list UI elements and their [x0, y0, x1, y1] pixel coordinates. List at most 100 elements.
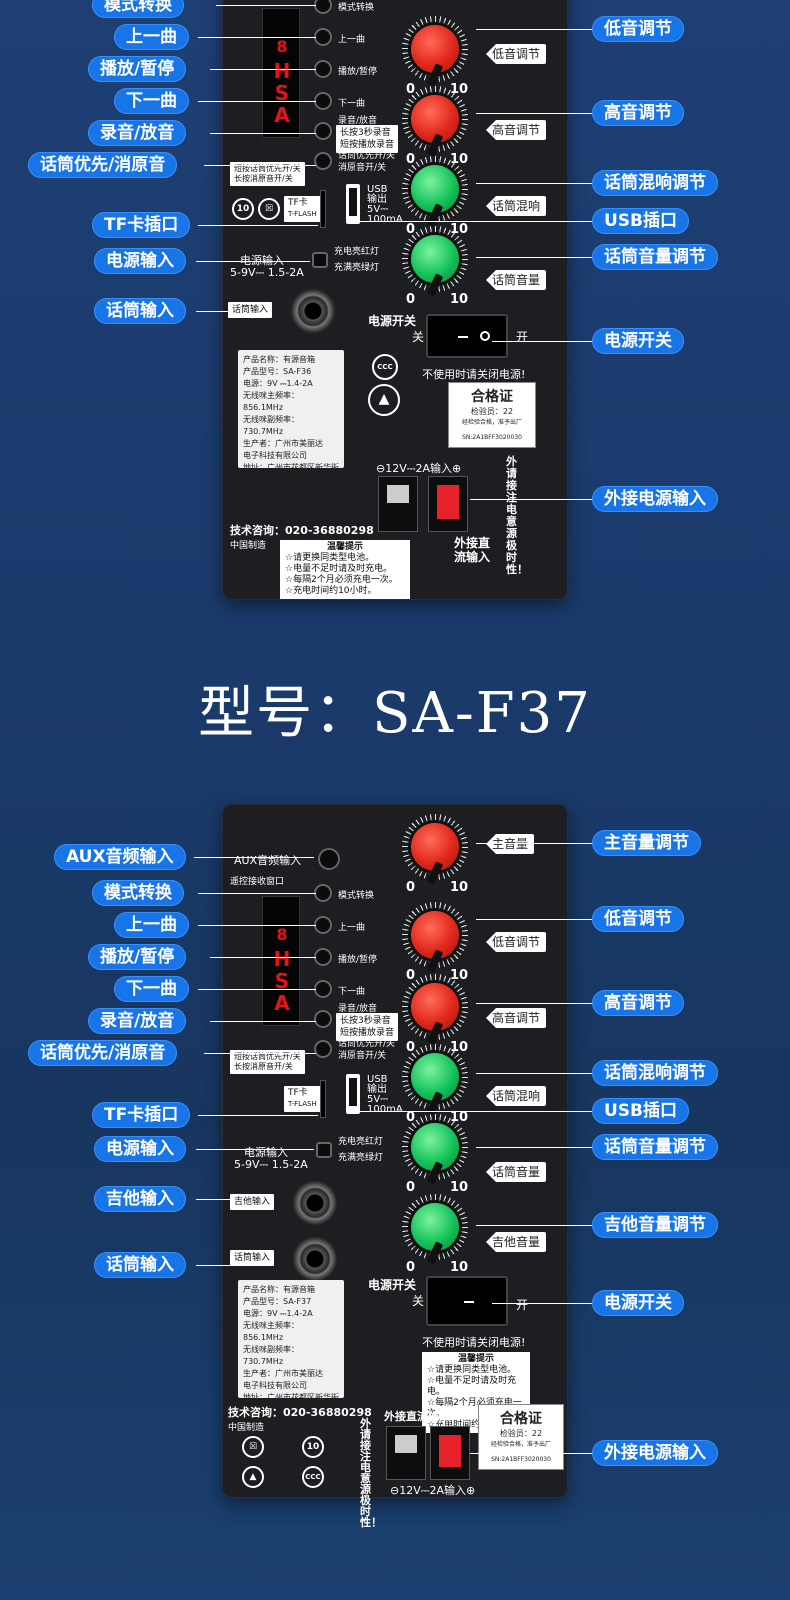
callout-line [196, 1199, 230, 1200]
next-button[interactable] [314, 980, 332, 998]
callout-line [476, 29, 592, 30]
display-char: 8 [276, 925, 288, 944]
callout-line [198, 1115, 318, 1116]
mic-echo-knob-tag: 话筒混响 [486, 196, 547, 216]
guitar-volume-knob-tag: 吉他音量 [486, 1232, 547, 1252]
prev-button[interactable] [314, 28, 332, 46]
callout-line [204, 1053, 316, 1054]
callout-usb: USB插口 [592, 1098, 690, 1124]
ccc-logo-icon: CCC [372, 354, 398, 380]
callout-line [210, 957, 316, 958]
callout-line [196, 311, 230, 312]
switch-on-label: 开 [516, 330, 529, 344]
next-button[interactable] [314, 92, 332, 110]
treble-knob-tag: 高音调节 [486, 1008, 547, 1028]
mic-input-jack[interactable] [292, 1236, 338, 1282]
remote-receiver-label: 遥控接收窗口 [230, 877, 285, 887]
callout-line [492, 1303, 592, 1304]
usb-port[interactable] [346, 184, 360, 224]
qualification-certificate: 合格证 检验员：22 经检验合格，准予出厂 SN:2A1BFF3020030 [478, 1404, 564, 1470]
dc-bottom-label: 外接直流输入 [454, 536, 491, 564]
callout-line [476, 1003, 592, 1004]
record-note: 长按3秒录音短按播放录音 [336, 125, 399, 153]
callout-power-switch: 电源开关 [592, 1290, 684, 1316]
play-pause-button[interactable] [314, 948, 332, 966]
callout-line [198, 893, 316, 894]
switch-note: 不使用时请关闭电源! [422, 368, 526, 381]
dc-terminal-positive[interactable] [430, 1426, 470, 1480]
callout-mic-volume: 话筒音量调节 [592, 1134, 718, 1160]
callout-line [358, 221, 592, 222]
model-title: 型号：SA-F37 [198, 681, 592, 746]
mic-button-label: 话筒优先开/关消原音开/关 [338, 151, 396, 173]
display-char: H [273, 947, 291, 971]
prev-button[interactable] [314, 916, 332, 934]
dc-power-jack[interactable] [316, 1142, 332, 1158]
callout-tf-card: TF卡插口 [92, 1102, 191, 1128]
callout-mic-input: 话筒输入 [94, 298, 186, 324]
mode-button[interactable] [314, 0, 332, 14]
callout-line [476, 919, 592, 920]
callout-record: 录音/放音 [88, 1008, 187, 1034]
dc-terminal-negative[interactable] [378, 476, 418, 532]
next-button-label: 下一曲 [338, 987, 366, 997]
record-button[interactable] [314, 1010, 332, 1028]
callout-power-input: 电源输入 [94, 248, 186, 274]
callout-line [210, 133, 316, 134]
mode-button-label: 模式转换 [338, 3, 375, 13]
aux-input-jack[interactable] [318, 848, 340, 870]
dc-power-jack[interactable] [312, 252, 328, 268]
callout-line [196, 261, 310, 262]
callout-line [198, 925, 316, 926]
tf-card-slot[interactable] [320, 1080, 326, 1118]
dc-terminal-positive[interactable] [428, 476, 468, 532]
callout-line [198, 225, 318, 226]
callout-line [198, 989, 316, 990]
callout-line [194, 857, 314, 858]
callout-line [358, 1111, 592, 1112]
power-switch[interactable] [426, 1276, 508, 1326]
display-char: A [274, 991, 290, 1015]
mic-input-jack[interactable] [290, 288, 336, 334]
callout-record: 录音/放音 [88, 120, 187, 146]
mode-button[interactable] [314, 884, 332, 902]
callout-usb: USB插口 [592, 208, 690, 234]
tf-card-slot[interactable] [320, 190, 326, 228]
mic-priority-button[interactable] [314, 152, 332, 170]
guitar-input-jack[interactable] [292, 1180, 338, 1226]
led-display: 8 H S A [262, 8, 300, 138]
callout-guitar-volume: 吉他音量调节 [592, 1212, 718, 1238]
speaker-panel-bottom: AUX音频输入 遥控接收窗口 8 H S A 模式转换 上一曲 播放/暂停 下一… [222, 804, 568, 1528]
guitar-input-tag: 吉他输入 [230, 1194, 275, 1210]
next-button-label: 下一曲 [338, 99, 366, 109]
callout-line [470, 499, 592, 500]
switch-off-label: 关 [412, 330, 425, 344]
callout-mic-input: 话筒输入 [94, 1252, 186, 1278]
callout-line [210, 1021, 316, 1022]
mic-input-tag: 话筒输入 [228, 302, 273, 318]
power-switch[interactable] [426, 314, 508, 358]
display-char: H [273, 59, 291, 83]
tips-box: 温馨提示 ☆请更换同类型电池。☆电量不足时请及时充电。☆每隔2个月必须充电一次。… [280, 540, 410, 599]
play-pause-button[interactable] [314, 60, 332, 78]
usb-port[interactable] [346, 1074, 360, 1114]
mic-priority-button[interactable] [314, 1040, 332, 1058]
record-button-label: 录音/放音 [338, 1004, 378, 1014]
mic-volume-knob-tag: 话筒音量 [486, 270, 547, 290]
callout-line [476, 1225, 592, 1226]
dc-side-note: 外请接注电意源极时性！ [506, 455, 528, 576]
dc-terminal-negative[interactable] [386, 1426, 426, 1480]
record-button[interactable] [314, 122, 332, 140]
dc-input-spec: ⊖12V⎓2A输入⊕ [376, 462, 462, 475]
display-char: A [274, 103, 290, 127]
